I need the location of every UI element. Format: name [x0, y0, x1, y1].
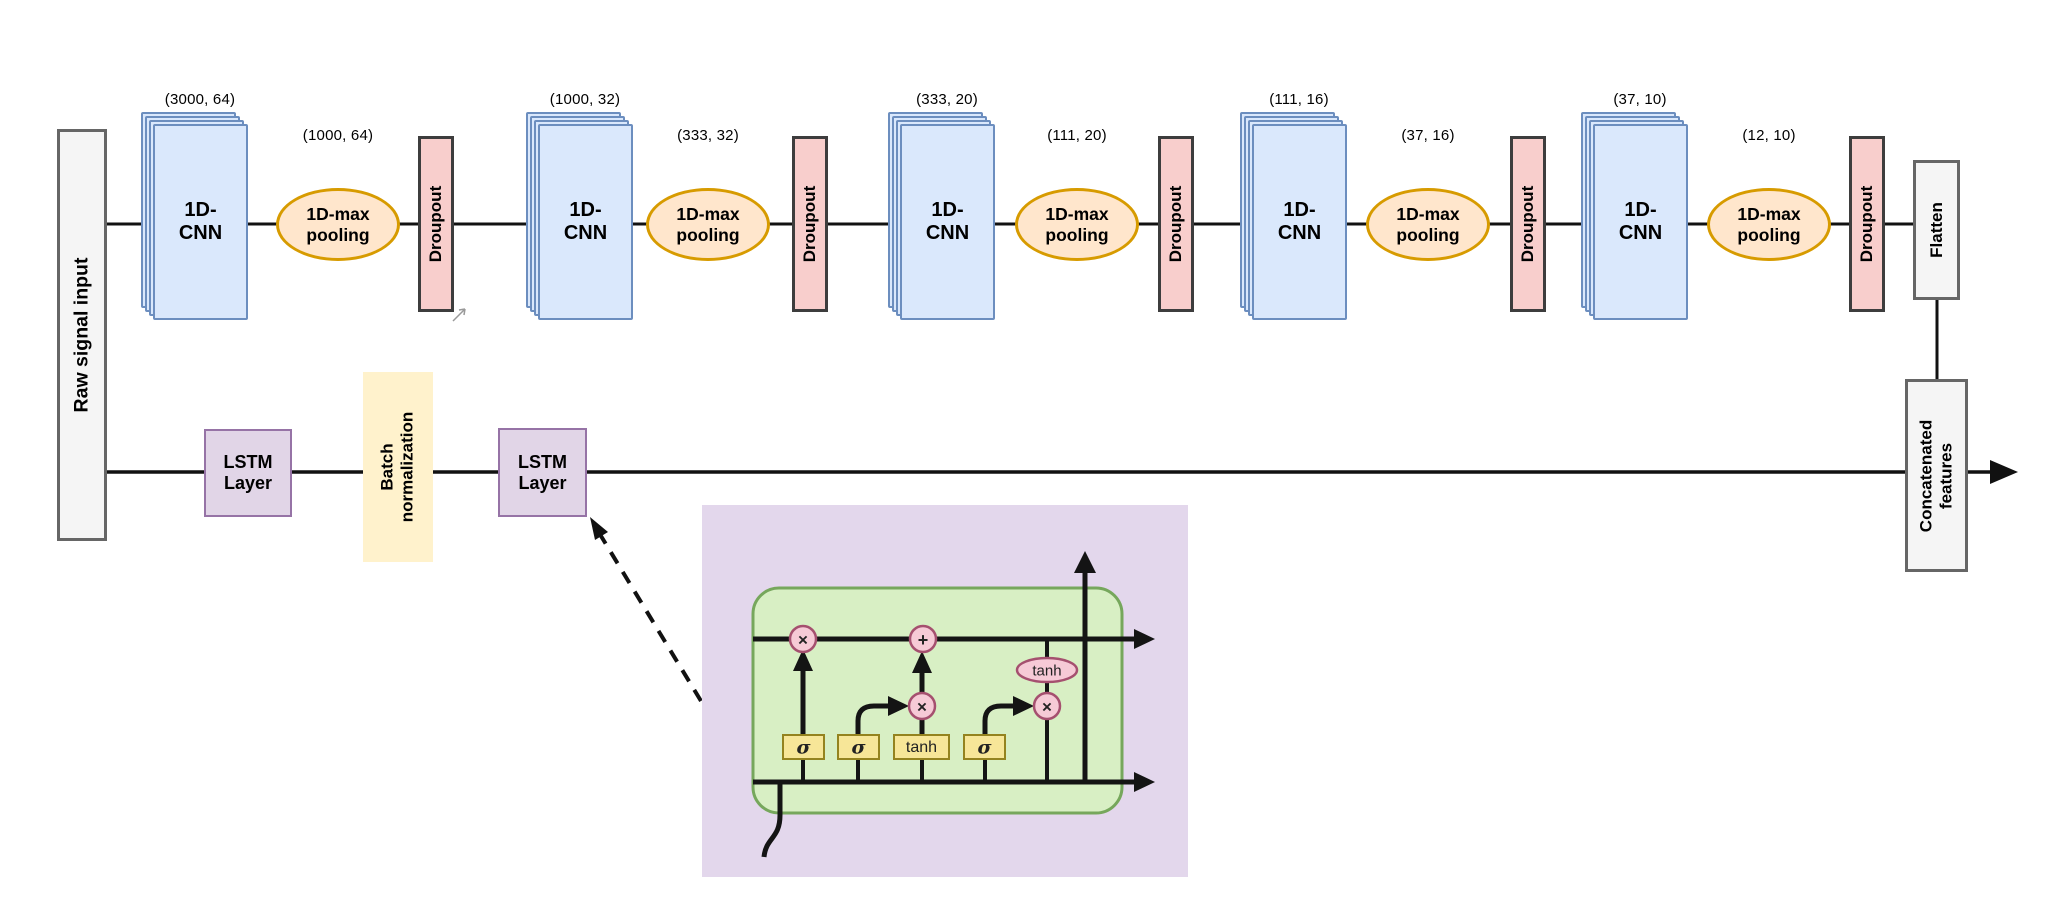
pool-shape-label: (111, 20): [1047, 127, 1107, 144]
cell-input-line: [761, 782, 783, 858]
sigma-gate-2: [837, 734, 880, 760]
cnn-label: 1D-CNN: [1277, 199, 1322, 244]
pool-shape-label: (1000, 64): [302, 127, 374, 144]
sigma-gate-1: [782, 734, 825, 760]
gate-stubs: [801, 759, 987, 782]
dropout-box-1: Droupout: [418, 136, 454, 312]
cnn-box: 1D-CNN: [1593, 124, 1688, 320]
dropout-label: Droupout: [425, 185, 445, 263]
cnn-shape-label: (333, 20): [916, 91, 978, 108]
dashed-arrowhead: [590, 517, 608, 540]
add-symbol: +: [918, 630, 929, 650]
lstm-detail-dashed-arrow: [599, 534, 703, 703]
pool-shape-label: (333, 32): [677, 127, 739, 144]
flatten-box: Flatten: [1913, 160, 1960, 300]
cell-state-arrowhead: [1134, 629, 1155, 649]
cnn-box: 1D-CNN: [1252, 124, 1347, 320]
raw-signal-input-label: Raw signal input: [70, 257, 93, 413]
tanh-ellipse-label: tanh: [1032, 663, 1061, 680]
cnn-label: 1D-CNN: [925, 199, 970, 244]
mouse-cursor-artifact: [452, 308, 466, 322]
tanh-gate-label: tanh: [906, 739, 937, 756]
tanh-gate: [893, 734, 950, 760]
cnn-shape-label: (37, 10): [1613, 91, 1667, 108]
cnn-box: 1D-CNN: [900, 124, 995, 320]
dropout-label: Droupout: [1517, 185, 1537, 263]
pool-shape-label: (37, 16): [1401, 127, 1455, 144]
cnn-box: 1D-CNN: [153, 124, 248, 320]
sigma-gate-2-label: σ: [851, 737, 866, 759]
dropout-label: Droupout: [1856, 185, 1876, 263]
flatten-label: Flatten: [1926, 202, 1946, 258]
cnn-shape-label: (3000, 64): [164, 91, 236, 108]
add-arrowhead: [912, 651, 932, 673]
cnn-label: 1D-CNN: [1618, 199, 1663, 244]
cnn-shape-label: (1000, 32): [549, 91, 621, 108]
dropout-box-2: Droupout: [792, 136, 828, 312]
multiply-symbol: ×: [798, 631, 808, 650]
dropout-box-3: Droupout: [1158, 136, 1194, 312]
pool-shape-label: (12, 10): [1742, 127, 1796, 144]
hidden-state-arrowhead: [1134, 772, 1155, 792]
cnn-stack-1: 1D-CNN: [141, 112, 249, 321]
forget-arrowhead: [793, 649, 813, 671]
dropout-label: Droupout: [1165, 185, 1185, 263]
cnn-stack-3: 1D-CNN: [888, 112, 996, 321]
input-gate-arrowhead: [888, 696, 909, 716]
lstm-cell-diagram: × + × × tanh σ σ tanh σ: [751, 551, 1155, 858]
input-gate-curve: [855, 703, 892, 735]
cnn-stack-4: 1D-CNN: [1240, 112, 1348, 321]
cnn-stack-5: 1D-CNN: [1581, 112, 1689, 321]
multiply-symbol: ×: [1042, 698, 1052, 717]
cnn-label: 1D-CNN: [178, 199, 223, 244]
cnn-label: 1D-CNN: [563, 199, 608, 244]
raw-signal-input-box: Raw signal input: [57, 129, 107, 541]
multiply-circle-forget: [788, 624, 818, 654]
sigma-gate-3-label: σ: [977, 737, 992, 759]
dropout-box-5: Droupout: [1849, 136, 1885, 312]
output-up-arrowhead: [1074, 551, 1096, 573]
lstm-cell-body: [751, 586, 1124, 815]
output-gate-curve: [982, 703, 1017, 735]
cnn-box: 1D-CNN: [538, 124, 633, 320]
output-arrowhead: [1990, 460, 2018, 484]
tanh-ellipse: [1015, 656, 1079, 684]
sigma-gate-1-label: σ: [796, 737, 811, 759]
lstm-cell-inset: × + × × tanh σ σ tanh σ: [702, 505, 1188, 877]
add-circle: [908, 624, 938, 654]
multiply-circle-input: [907, 691, 937, 721]
output-gate-arrowhead: [1013, 696, 1034, 716]
multiply-symbol: ×: [917, 698, 927, 717]
dropout-label: Droupout: [799, 185, 819, 263]
multiply-circle-output: [1032, 691, 1062, 721]
cnn-stack-2: 1D-CNN: [526, 112, 634, 321]
cnn-shape-label: (111, 16): [1269, 91, 1329, 108]
sigma-gate-3: [963, 734, 1006, 760]
dropout-box-4: Droupout: [1510, 136, 1546, 312]
